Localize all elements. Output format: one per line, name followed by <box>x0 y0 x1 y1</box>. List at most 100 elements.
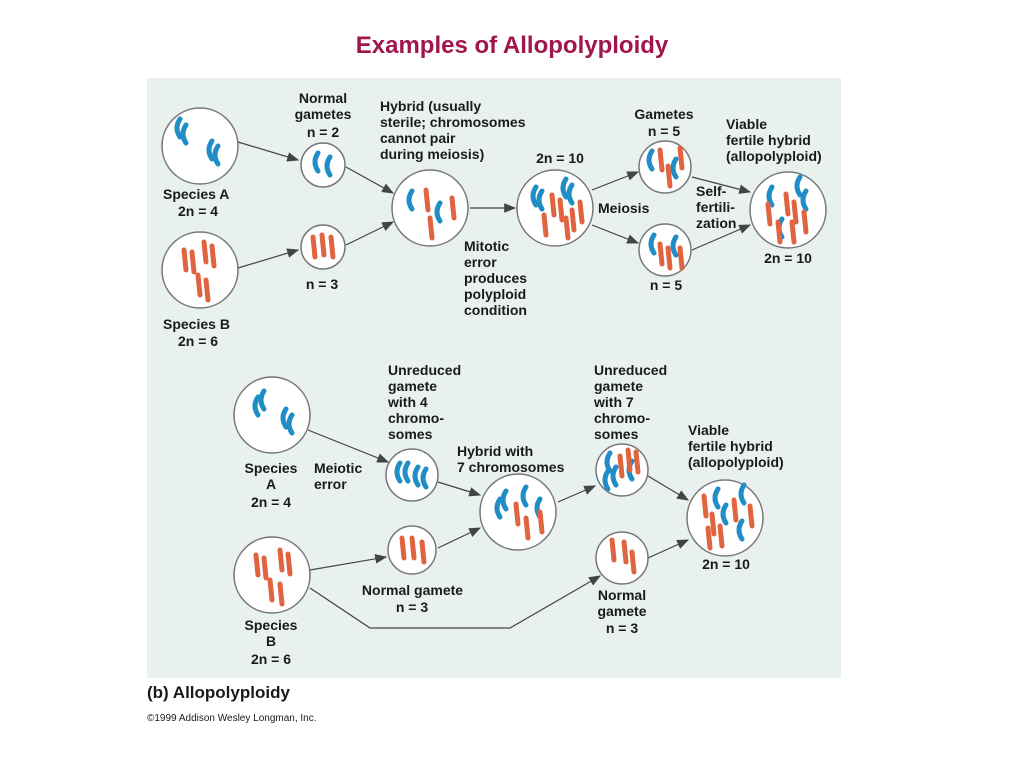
label-unreduced-7: Unreduced gamete with 7 chromo- somes <box>594 362 668 442</box>
chromosome-icon <box>612 540 614 560</box>
label-2n6-top: 2n = 6 <box>178 333 219 349</box>
arrow-icon <box>345 221 395 246</box>
figure-caption: (b) Allopolyploidy <box>147 683 290 702</box>
label-normal-gamete-left: Normal gamete <box>361 582 464 598</box>
chromosome-icon <box>198 275 200 295</box>
chromosome-icon <box>636 452 638 472</box>
chromosome-icon <box>402 538 404 558</box>
arrow-icon <box>307 429 390 463</box>
label-2n6-bottom: 2n = 6 <box>250 651 292 667</box>
label-normal-gamete-right: Normal gamete <box>597 587 647 619</box>
chromosome-icon <box>426 190 428 210</box>
arrow-icon <box>237 141 300 162</box>
label-n5-top: n = 5 <box>647 123 681 139</box>
label-unreduced-4: Unreduced gamete with 4 chromo- somes <box>388 362 462 442</box>
arrow-icon <box>437 481 482 497</box>
cell-icon <box>161 231 239 309</box>
label-n5-bottom: n = 5 <box>649 277 683 293</box>
label-n3-left: n = 3 <box>395 599 429 615</box>
arrow-icon <box>437 527 482 549</box>
cell-species-a-top <box>161 107 239 185</box>
cell-icon <box>233 536 311 614</box>
chromosome-icon <box>750 506 752 526</box>
arrow-icon <box>345 166 395 194</box>
arrow-icon <box>647 475 690 501</box>
cell-icon <box>300 142 346 188</box>
chromosome-icon <box>184 250 186 270</box>
label-species-b-top: Species B <box>163 316 230 332</box>
chromosome-icon <box>540 512 542 532</box>
chromosome-icon <box>628 450 630 470</box>
chromosome-icon <box>660 150 662 170</box>
arrow-icon <box>237 248 300 269</box>
chromosome-icon <box>331 237 333 257</box>
cell-allopolyploid-bottom <box>686 479 764 557</box>
cell-unreduced-4 <box>385 448 439 502</box>
chromosome-icon <box>270 580 272 600</box>
chromosome-icon <box>620 456 622 476</box>
chromosome-icon <box>768 204 770 224</box>
chromosome-icon <box>288 554 290 574</box>
cell-hybrid-sterile <box>391 169 469 247</box>
label-2n4-top: 2n = 4 <box>178 203 219 219</box>
chromosome-icon <box>212 246 214 266</box>
cell-species-b-bottom <box>233 536 311 614</box>
chromosome-icon <box>264 558 266 578</box>
arrows <box>237 141 752 629</box>
label-viable-top: Viable fertile hybrid (allopolyploid) <box>726 116 822 164</box>
chromosome-icon <box>580 202 582 222</box>
chromosome-icon <box>624 542 626 562</box>
label-gametes: Gametes <box>634 106 694 122</box>
chromosome-icon <box>792 222 794 242</box>
cell-unreduced-7 <box>595 443 649 497</box>
arrow-icon <box>557 485 597 503</box>
chromosome-icon <box>708 528 710 548</box>
chromosome-icon <box>313 237 315 257</box>
label-n3-right: n = 3 <box>605 620 639 636</box>
chromosome-icon <box>430 218 432 238</box>
chromosome-icon <box>632 552 634 572</box>
label-2n10-top-right: 2n = 10 <box>764 250 812 266</box>
chromosome-icon <box>560 200 562 220</box>
chromosome-icon <box>544 215 546 235</box>
chromosome-icon <box>422 542 424 562</box>
arrow-icon <box>591 171 640 191</box>
cell-gamete-n5-bottom <box>638 223 692 277</box>
chromosome-icon <box>280 550 282 570</box>
chromosome-icon <box>786 194 788 214</box>
label-2n4-bottom: 2n = 4 <box>250 494 292 510</box>
chromosome-icon <box>804 212 806 232</box>
cell-allopolyploid-top <box>749 171 827 249</box>
label-species-a-top: Species A <box>163 186 230 202</box>
cell-normal-gamete-left <box>387 525 437 575</box>
cell-hybrid-7 <box>479 473 557 551</box>
label-normal-gametes: Normal gametes <box>294 90 352 122</box>
chromosome-icon <box>704 496 706 516</box>
label-2n10-bottom: 2n = 10 <box>702 556 750 572</box>
chromosome-icon <box>668 166 670 186</box>
cell-species-a-bottom <box>233 376 311 454</box>
cell-2n10-top <box>516 169 594 247</box>
arrow-icon <box>309 554 388 571</box>
label-self-fertilization: Self- fertili- zation <box>696 183 737 231</box>
chromosome-icon <box>552 195 554 215</box>
chromosome-icon <box>526 518 528 538</box>
chromosome-icon <box>734 500 736 520</box>
label-meiosis: Meiosis <box>598 200 650 216</box>
chromosome-icon <box>516 504 518 524</box>
cell-gamete-n3 <box>300 224 346 270</box>
arrow-icon <box>691 176 752 194</box>
chromosome-icon <box>412 538 414 558</box>
chromosome-icon <box>322 235 324 255</box>
chromosome-icon <box>680 148 682 168</box>
label-n3-top: n = 3 <box>305 276 339 292</box>
label-meiotic-error: Meiotic error <box>314 460 363 492</box>
chromosome-icon <box>794 202 796 222</box>
label-2n10-top: 2n = 10 <box>536 150 584 166</box>
arrow-icon <box>647 539 690 559</box>
label-n2: n = 2 <box>306 124 340 140</box>
chromosome-icon <box>204 242 206 262</box>
copyright-notice: ©1999 Addison Wesley Longman, Inc. <box>147 713 317 724</box>
cell-icon <box>385 448 439 502</box>
